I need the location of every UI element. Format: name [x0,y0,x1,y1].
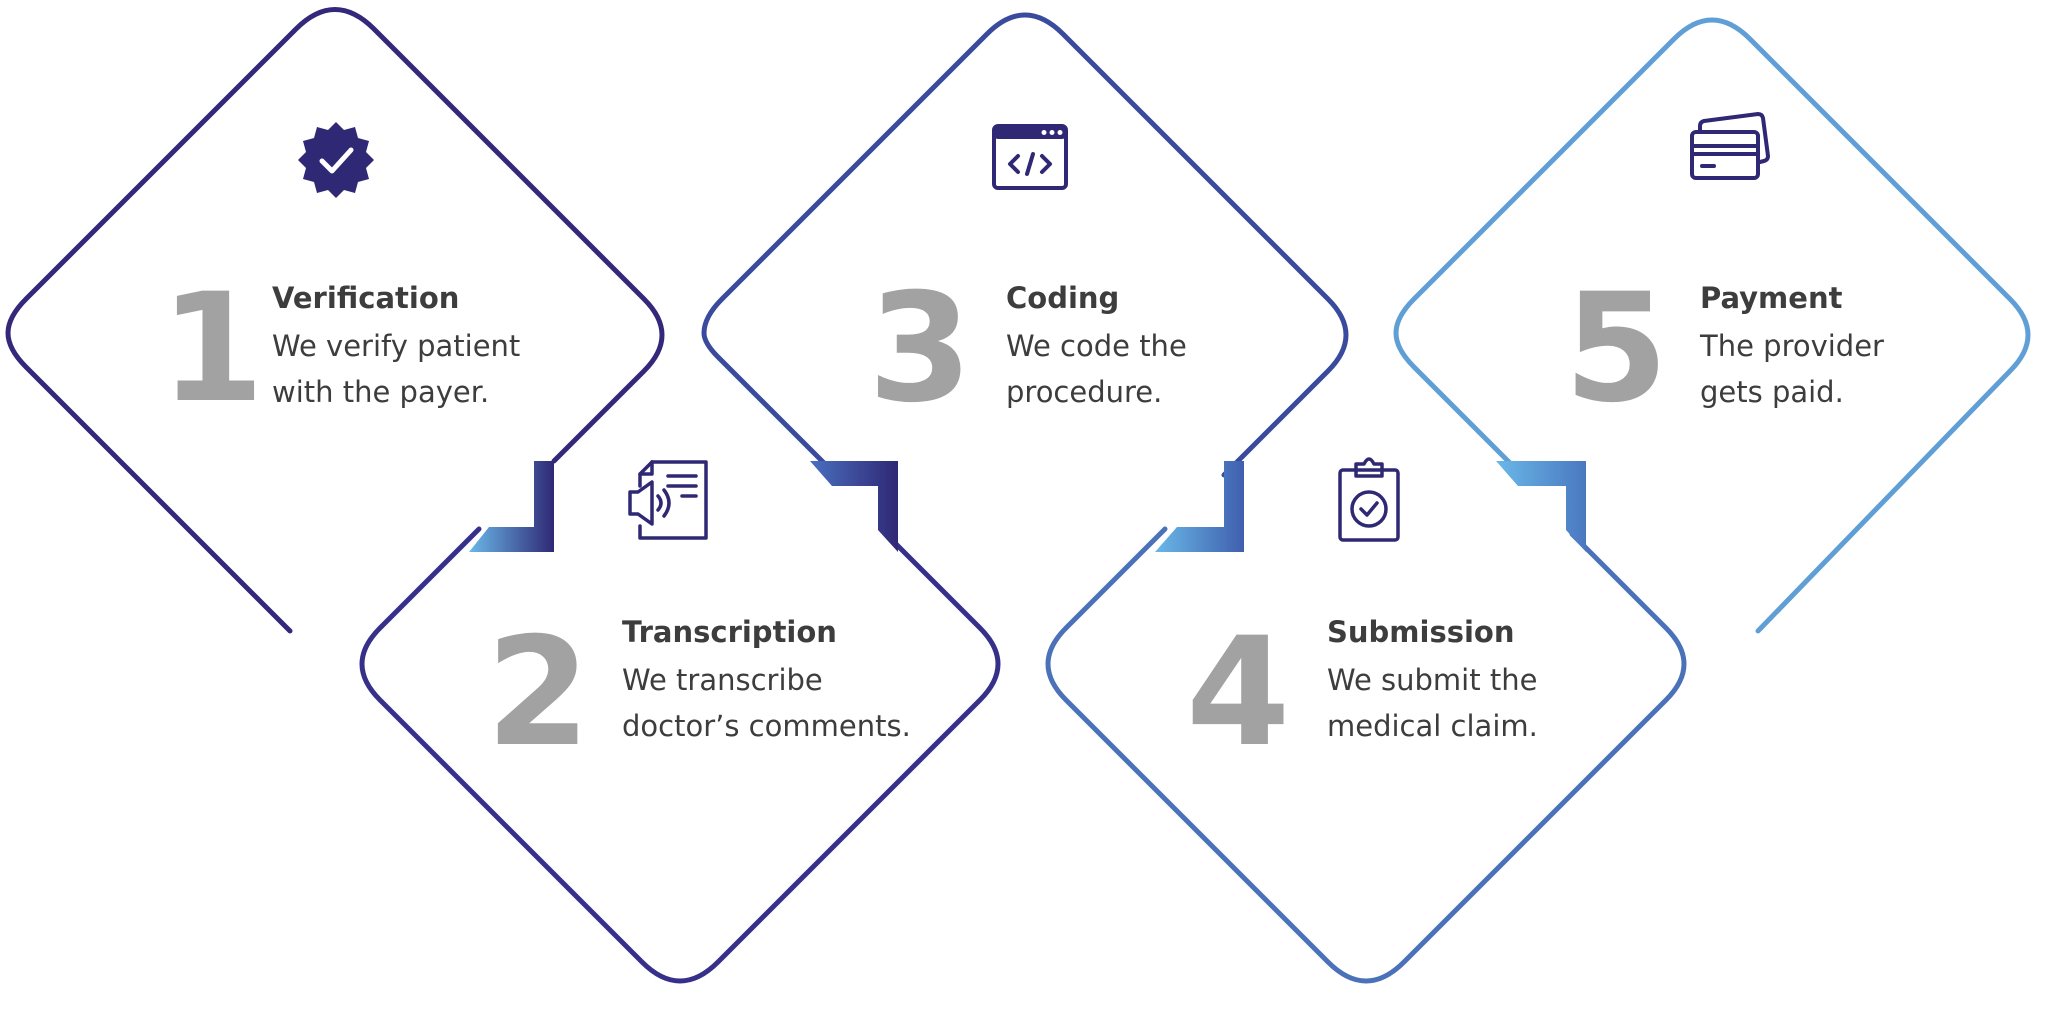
verified-badge-icon [298,122,374,198]
step-4-desc-line2: medical claim. [1327,709,1538,743]
step-1-desc-line2: with the payer. [272,375,489,409]
step-1-desc-line1: We verify patient [272,329,520,363]
clipboard-check-icon [1338,457,1400,542]
diamond-shapes [5,7,2031,984]
code-window-icon [992,124,1068,190]
step-2-title: Transcription [622,615,837,649]
credit-cards-icon [1690,112,1770,180]
diamond-step-4 [1045,526,1687,984]
step-4-number: 4 [1186,606,1290,780]
step-2-desc-line2: doctor’s comments. [622,709,911,743]
step-1-number: 1 [160,262,264,436]
step-3-desc-line1: We code the [1006,329,1187,363]
step-4-desc-line1: We submit the [1327,663,1537,697]
step-5-desc-line2: gets paid. [1700,375,1844,409]
diamond-step-2 [359,526,1001,984]
diamond-step-3 [701,12,1349,478]
connector-3-4 [1155,461,1244,552]
step-3-desc-line2: procedure. [1006,375,1162,409]
connector-4-5 [1496,461,1586,552]
audio-document-icon [628,460,708,540]
step-5-number: 5 [1564,262,1668,436]
step-5-desc-line1: The provider [1699,329,1884,363]
diamond-step-5 [1393,17,2031,634]
step-3-number: 3 [868,262,972,436]
step-5-title: Payment [1700,281,1843,315]
connector-bands [469,461,1586,552]
step-2-label: 2 Transcription We transcribe doctor’s c… [486,606,911,780]
step-3-title: Coding [1006,281,1119,315]
connector-1-2 [469,461,554,552]
step-1-label: 1 Verification We verify patient with th… [160,262,520,436]
step-4-title: Submission [1327,615,1514,649]
step-3-label: 3 Coding We code the procedure. [868,262,1187,436]
step-1-title: Verification [272,281,459,315]
connector-2-3 [810,461,898,552]
step-2-number: 2 [486,606,590,780]
step-4-label: 4 Submission We submit the medical claim… [1186,606,1538,780]
diamond-step-1 [5,7,665,634]
step-2-desc-line1: We transcribe [622,663,823,697]
step-5-label: 5 Payment The provider gets paid. [1564,262,1884,436]
